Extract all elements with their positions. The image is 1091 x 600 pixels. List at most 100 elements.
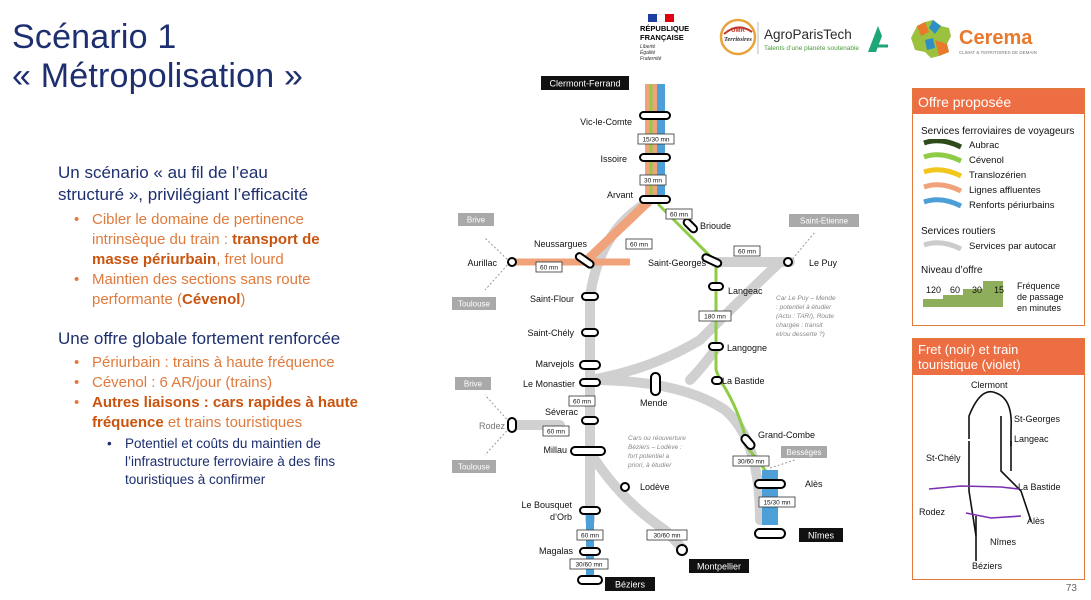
annotation-notes: Car Le Puy – Mende : potentiel à étudier…: [627, 295, 836, 469]
station-label-magalas: Magalas: [539, 546, 574, 556]
legend-rail-title: Services ferroviaires de voyageurs: [921, 126, 1075, 137]
note-lepuy-mende: chargée : transit: [776, 322, 824, 329]
fret-label-beziers: Béziers: [972, 561, 1003, 571]
station-marker-montpellier: [676, 544, 688, 556]
station-marker-marvejols: [579, 360, 601, 370]
rf-motto: Fraternité: [640, 56, 662, 62]
bullet-text: ): [240, 291, 246, 308]
rail-cevenol: [656, 202, 750, 449]
highlight-text: masse périurbain: [92, 251, 217, 268]
freq-box: [698, 310, 732, 322]
swatch-periurbains: [923, 197, 963, 209]
agroparistech-tagline: Talents d’une planète soutenable: [764, 45, 859, 52]
station-label-beziers: Béziers: [615, 580, 646, 590]
scenario-description: Un scénario « au fil de l’eau structuré …: [58, 162, 388, 489]
level-scale-bars: [923, 281, 1003, 307]
station-label-vic: Vic-le-Comte: [580, 117, 632, 127]
station-label-issoire: Issoire: [600, 154, 627, 164]
road-route-lodeve: [585, 447, 687, 553]
station-label-mende: Mende: [640, 398, 668, 408]
station-label-ales: Alès: [805, 479, 823, 489]
station-marker-lodeve: [620, 482, 630, 492]
tag-brive-1: [458, 213, 494, 226]
bullet-text: performante (: [92, 291, 183, 308]
station-marker-ales: [754, 479, 786, 489]
station-label-brioude: Brioude: [700, 221, 731, 231]
station-marker-beziers: [577, 575, 603, 585]
tag-brive-2-label: Brive: [464, 380, 483, 389]
station-label-labastide: La Bastide: [722, 376, 765, 386]
rf-motto: Égalité: [640, 50, 656, 56]
bullet-text: Maintien des sections sans route: [92, 271, 311, 288]
station-marker-issoire: [639, 153, 671, 162]
arrow-to-brive-2: [484, 394, 513, 426]
external-destination-tags: Brive Toulouse Saint-Etienne Brive Toulo…: [452, 213, 859, 473]
freq-box: [732, 455, 770, 467]
intro-paragraph-1: Un scénario « au fil de l’eau structuré …: [58, 162, 388, 206]
fret-label-ales: Alès: [1027, 516, 1045, 526]
station-label-grandcombe: Grand-Combe: [758, 430, 815, 440]
rf-line1: RÉPUBLIQUE: [640, 24, 690, 33]
legend-road-title: Services routiers: [921, 226, 996, 237]
station-label-stflour: Saint-Flour: [530, 294, 574, 304]
freq-label-line: en minutes: [1017, 303, 1062, 313]
highlight-text: Autres liaisons : cars rapides à haute: [92, 394, 358, 411]
fret-header-line2: touristique (violet): [918, 357, 1021, 372]
bullet-text: et trains touristiques: [163, 414, 303, 431]
arrow-to-steti: [789, 231, 816, 263]
note-beziers-lodeve: priori, à étudier: [627, 462, 672, 469]
tag-saint-etienne: [789, 214, 859, 227]
intro-paragraph-2: Une offre globale fortement renforcée: [58, 329, 341, 348]
fret-header: Fret (noir) et train touristique (violet…: [913, 339, 1084, 375]
level-value-60: 60: [950, 285, 961, 295]
station-label-rodez: Rodez: [479, 421, 506, 431]
freq-label: 60 mn: [630, 242, 648, 249]
page-number: 73: [1065, 583, 1077, 594]
highlight-text: Cévenol: [182, 291, 241, 308]
note-lepuy-mende: (Actu : TAR/), Route: [776, 313, 834, 320]
note-beziers-lodeve: fort potentiel a: [628, 453, 670, 460]
fret-line-west: [968, 441, 977, 537]
station-label-monastier: Le Monastier: [523, 379, 575, 389]
freq-label-line: Fréquence: [1017, 281, 1061, 291]
sub-bullet-text: l’infrastructure ferroviaire à des fins: [125, 454, 336, 469]
station-label-bousquet-2: d’Orb: [550, 512, 572, 522]
tourist-line-west: [928, 485, 1020, 490]
freq-label: 15/30 mn: [642, 137, 669, 144]
station-marker-nimes: [754, 528, 786, 539]
station-label-stgeorges: Saint-Georges: [648, 258, 707, 268]
bullet-text: Périurbain : trains à haute fréquence: [92, 354, 335, 371]
station-label-neussargues: Neussargues: [534, 239, 588, 249]
station-label-langeac: Langeac: [728, 286, 763, 296]
freq-label: 60 mn: [738, 249, 756, 256]
freq-box: [637, 133, 675, 145]
intro-p1-line2: structuré », privilégiant l’efficacité: [58, 185, 309, 204]
freq-box: [576, 529, 604, 541]
station-marker-lepuy: [783, 257, 793, 267]
note-lepuy-mende: Car Le Puy – Mende: [776, 295, 836, 302]
freq-label: 30/60 mn: [737, 459, 764, 466]
level-value-120: 120: [926, 285, 942, 295]
fret-label-rodez: Rodez: [919, 507, 946, 517]
swatch-affluentes: [923, 182, 963, 194]
fret-label-nimes: Nîmes: [990, 537, 1017, 547]
freq-label: 30/60 mn: [575, 562, 602, 569]
cerema-map-icon: Cerema CLIMAT & TERRITOIRES DE DEMAIN: [911, 20, 1037, 58]
freq-label: 60 mn: [670, 212, 688, 219]
french-flag-icon: [648, 14, 675, 22]
station-marker-severac: [581, 416, 599, 425]
legend-item-affluentes: Lignes affluentes: [969, 185, 1041, 196]
level-value-30: 30: [972, 285, 983, 295]
fret-line-east: [1000, 416, 1032, 522]
arrow-to-besseges: [769, 459, 796, 469]
freq-label-line: de passage: [1017, 292, 1064, 302]
sub-bullet-text: Potentiel et coûts du maintien de: [125, 436, 321, 451]
station-label-nimes: Nîmes: [808, 531, 835, 541]
legend-item-periurbains: Renforts périurbains: [969, 200, 1055, 211]
fret-label-langeac: Langeac: [1014, 434, 1049, 444]
legend-offre-proposee: Offre proposée Services ferroviaires de …: [912, 88, 1085, 326]
legend-item-cevenol: Cévenol: [969, 155, 1004, 166]
agroparistech-label: AgroParisTech: [764, 27, 852, 42]
station-label-bousquet: Le Bousquet: [521, 500, 572, 510]
note-beziers-lodeve: Cars ou réouverture: [628, 435, 686, 442]
